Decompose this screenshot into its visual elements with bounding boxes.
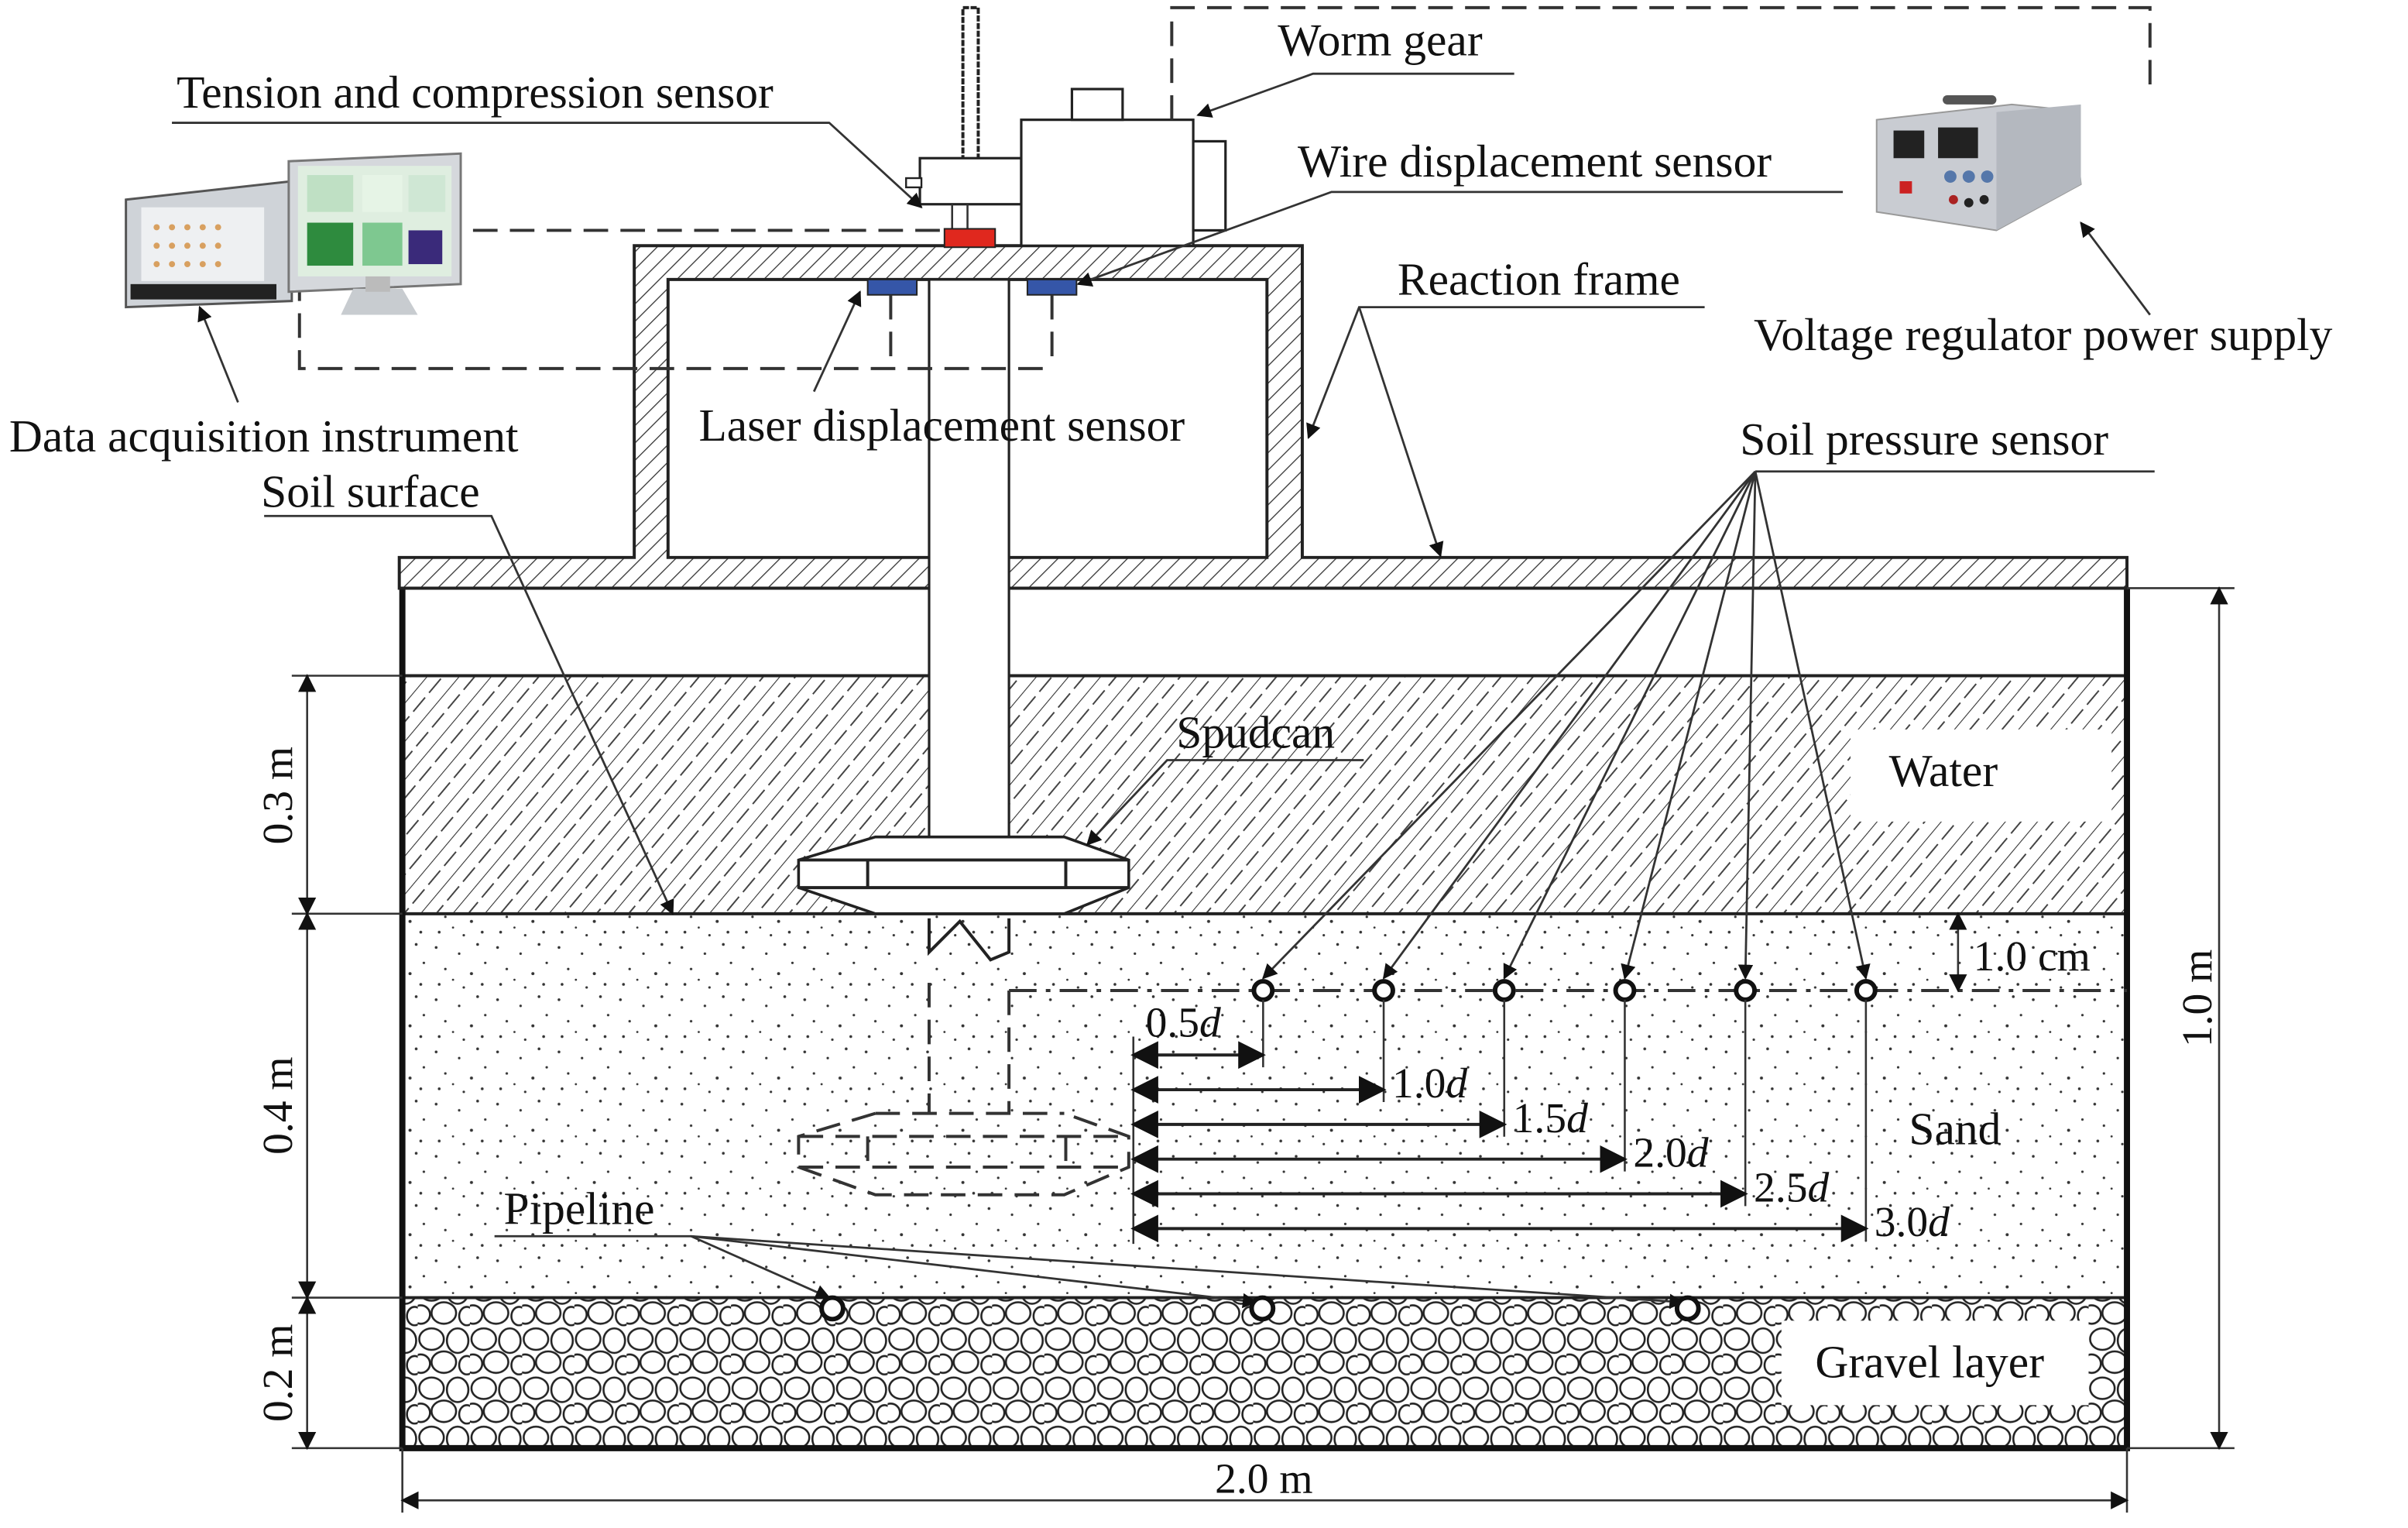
label-laser-sensor: Laser displacement sensor [698, 400, 1185, 451]
dim-sensor-depth: 1.0 cm [1974, 933, 2091, 980]
gravel-label-bg [1781, 1320, 2089, 1406]
soil-pressure-leader [1754, 471, 1871, 980]
water-layer [402, 675, 2128, 914]
soil-pressure-leader [1262, 470, 1757, 980]
label-water: Water [1889, 745, 1998, 796]
dim-gravel-depth: 0.2 m [255, 1324, 302, 1421]
soil-pressure-leader [1382, 470, 1757, 980]
offset-label: 0.5d [1146, 999, 1221, 1046]
soil-pressure-sensor [1372, 979, 1395, 1002]
pipeline-1 [819, 1295, 846, 1322]
label-spudcan: Spudcan [1176, 707, 1335, 758]
soil-pressure-leader [1503, 471, 1757, 980]
pipelines [819, 1295, 1701, 1322]
spudcan-lower-dashed [797, 983, 1130, 1197]
offset-label: 3.0d [1875, 1199, 1950, 1246]
label-voltage-supply: Voltage regulator power supply [1754, 309, 2333, 360]
label-reaction-frame: Reaction frame [1398, 254, 1680, 305]
offset-label: 2.5d [1754, 1164, 1829, 1211]
dim-water-depth: 0.3 m [255, 747, 302, 844]
laser-sensor-left [866, 278, 918, 296]
loading-device [297, 5, 2152, 370]
screw-rod [961, 5, 980, 163]
dim-sand-depth: 0.4 m [255, 1056, 302, 1154]
soil-pressure-leader [1621, 471, 1757, 980]
spudcan-upper [797, 835, 1130, 915]
dimension-lines [291, 586, 2235, 1513]
label-wire-sensor: Wire displacement sensor [1298, 136, 1772, 187]
soil-pressure-leaders [1262, 470, 2155, 980]
soil-pressure-sensor [1734, 979, 1758, 1002]
label-soil-surface: Soil surface [261, 465, 480, 517]
dim-total-height: 1.0 m [2174, 949, 2221, 1047]
offset-label: 1.0d [1392, 1060, 1467, 1107]
labels: Tension and compression sensor Worm gear… [9, 14, 2333, 1502]
offset-label: 1.5d [1513, 1095, 1588, 1142]
soil-pressure-leader [1737, 471, 1757, 980]
worm-gear-body [1020, 118, 1195, 247]
water-label-bg [1851, 729, 2112, 822]
soil-pressure-sensor [1492, 979, 1516, 1002]
label-tension-sensor: Tension and compression sensor [177, 67, 774, 118]
label-gravel: Gravel layer [1815, 1337, 2044, 1388]
label-pipeline: Pipeline [504, 1183, 655, 1234]
offset-label: 2.0d [1633, 1130, 1708, 1177]
power-supply-image [1875, 94, 2082, 232]
label-worm-gear: Worm gear [1278, 14, 1483, 65]
pipeline-3 [1674, 1295, 1701, 1322]
soil-pressure-sensor [1251, 979, 1275, 1002]
data-acquisition-instrument-image [125, 152, 462, 315]
soil-pressure-sensor [1854, 979, 1878, 1002]
label-data-acquisition: Data acquisition instrument [9, 410, 519, 462]
rod-break [927, 918, 1011, 962]
sensor-row: 0.5d 1.0d 1.5d 2.0d 2.5d 3.0d [1009, 979, 2128, 1246]
spudcan-rod [928, 278, 1010, 839]
label-sand: Sand [1909, 1103, 2001, 1154]
laser-sensor-right [1026, 278, 1078, 296]
tension-sensor-block [943, 228, 996, 249]
pipeline-2 [1249, 1295, 1276, 1322]
soil-pressure-sensor [1613, 979, 1637, 1002]
sand-layer [402, 913, 2128, 1298]
sensor-housing [918, 156, 1023, 206]
label-soil-pressure: Soil pressure sensor [1740, 414, 2108, 465]
dim-total-width: 2.0 m [1215, 1455, 1312, 1502]
